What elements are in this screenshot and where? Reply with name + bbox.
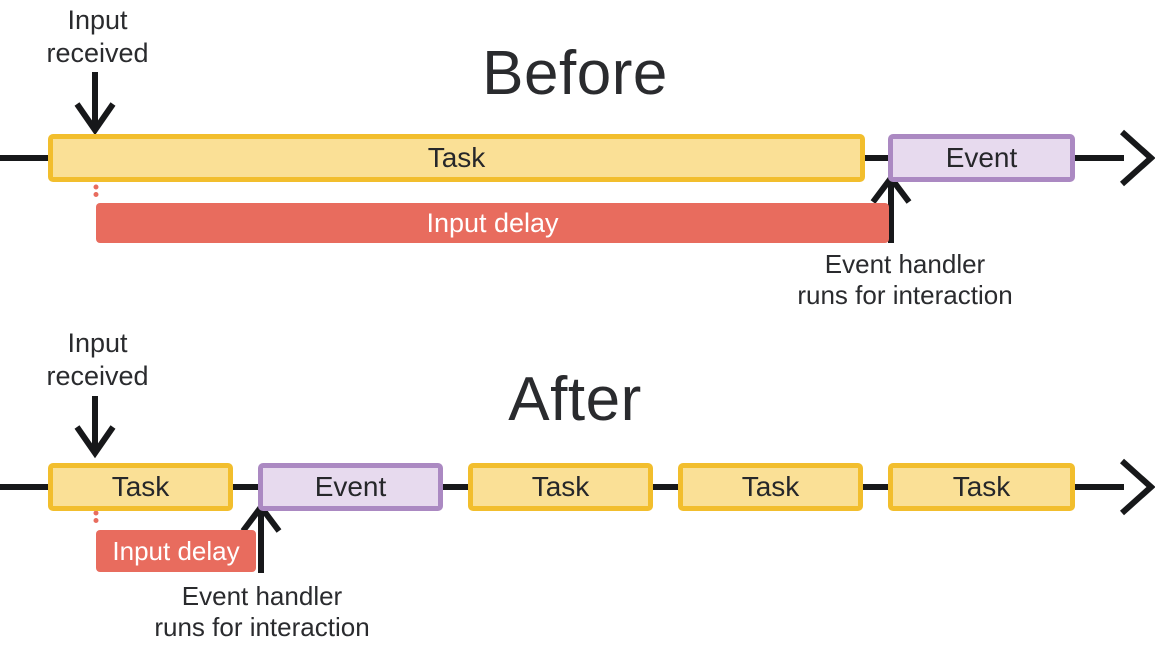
after-timeline <box>0 458 1155 516</box>
after-task-label-2: Task <box>531 471 590 502</box>
before-title: Before <box>482 39 668 108</box>
before-input-delay-label: Input delay <box>426 207 559 238</box>
after-task-label-1: Task <box>111 471 170 502</box>
after-task-label-4: Task <box>952 471 1011 502</box>
before-event-box: Event <box>888 134 1075 182</box>
after-task-bar-2: Task <box>468 463 653 511</box>
before-input-delay-bar: Input delay <box>96 203 889 243</box>
after-timeline-arrowhead <box>1119 458 1155 516</box>
before-input-received-label: Input received <box>46 5 149 68</box>
after-input-received-label: Input received <box>46 328 149 391</box>
before-event-handler-note: Event handler runs for interaction <box>797 249 1013 310</box>
before-task-label: Task <box>427 142 486 173</box>
after-input-delay-label: Input delay <box>112 535 240 566</box>
after-input-delay-bar: Input delay <box>96 530 256 572</box>
after-event-box: Event <box>258 463 443 511</box>
after-task-bar-1: Task <box>48 463 233 511</box>
after-event-handler-note: Event handler runs for interaction <box>154 581 370 642</box>
after-task-bar-4: Task <box>888 463 1075 511</box>
after-title: After <box>508 365 642 434</box>
before-input-arrow <box>74 72 116 136</box>
after-task-bar-3: Task <box>678 463 863 511</box>
after-event-label: Event <box>314 471 387 502</box>
after-task-label-3: Task <box>741 471 800 502</box>
after-input-arrow <box>74 396 116 459</box>
before-event-label: Event <box>945 142 1018 173</box>
before-timeline-arrowhead <box>1119 129 1155 187</box>
before-task-bar: Task <box>48 134 865 182</box>
before-timeline <box>0 129 1155 187</box>
